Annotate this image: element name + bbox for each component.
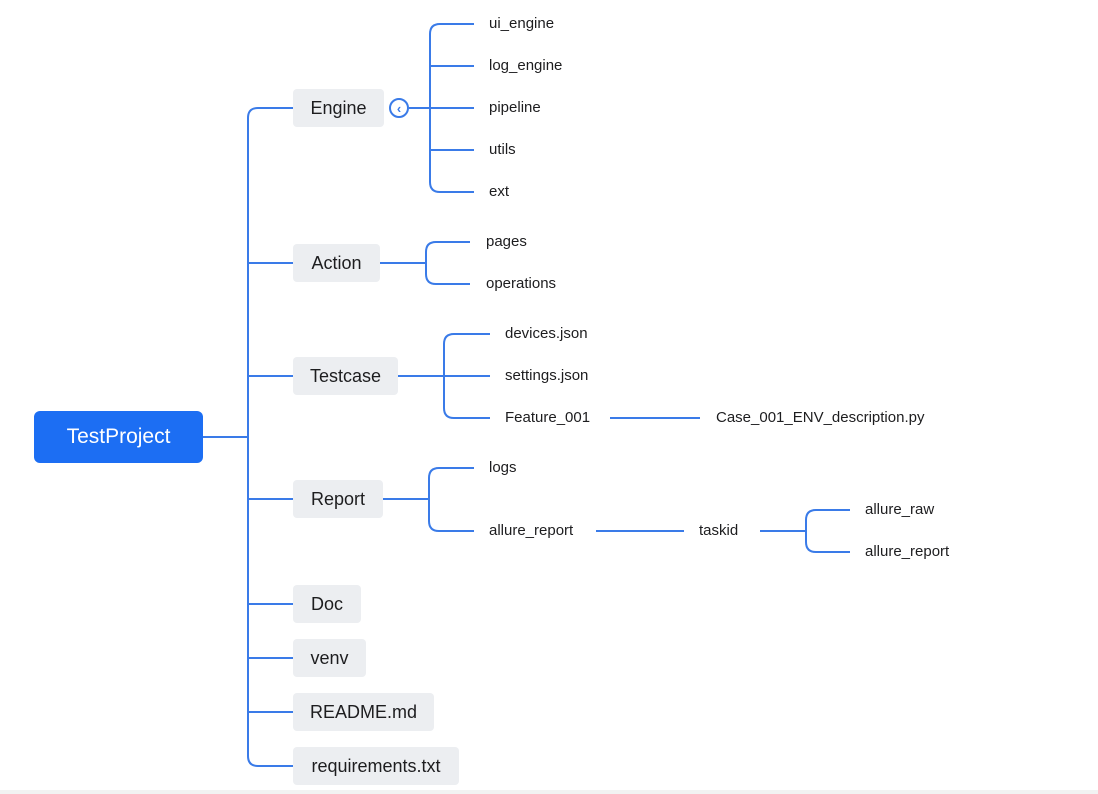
node-ext[interactable]: ext — [489, 183, 510, 200]
chevron-left-icon[interactable]: ‹ — [389, 98, 409, 118]
node-settings-json[interactable]: settings.json — [505, 367, 589, 384]
node-readme[interactable]: README.md — [293, 693, 434, 731]
root-node[interactable]: TestProject — [34, 411, 203, 463]
node-allure-report-sub[interactable]: allure_report — [865, 543, 950, 560]
node-allure-report[interactable]: allure_report — [489, 522, 574, 539]
node-report[interactable]: Report — [293, 480, 383, 518]
node-engine[interactable]: Engine — [293, 89, 384, 127]
node-feature-001[interactable]: Feature_001 — [505, 409, 591, 426]
node-requirements[interactable]: requirements.txt — [293, 747, 459, 785]
node-ui-engine[interactable]: ui_engine — [489, 15, 555, 32]
node-devices-json[interactable]: devices.json — [505, 325, 588, 342]
node-venv[interactable]: venv — [293, 639, 366, 677]
node-taskid[interactable]: taskid — [699, 522, 739, 539]
node-pages[interactable]: pages — [486, 233, 527, 250]
node-doc[interactable]: Doc — [293, 585, 361, 623]
node-log-engine[interactable]: log_engine — [489, 57, 563, 74]
node-utils[interactable]: utils — [489, 141, 516, 158]
node-pipeline[interactable]: pipeline — [489, 99, 541, 116]
node-operations[interactable]: operations — [486, 275, 557, 292]
node-case-001[interactable]: Case_001_ENV_description.py — [716, 409, 925, 426]
node-allure-raw[interactable]: allure_raw — [865, 501, 935, 518]
node-logs[interactable]: logs — [489, 459, 517, 476]
node-action[interactable]: Action — [293, 244, 380, 282]
node-testcase[interactable]: Testcase — [293, 357, 398, 395]
bottom-scroll-area — [0, 790, 1098, 794]
